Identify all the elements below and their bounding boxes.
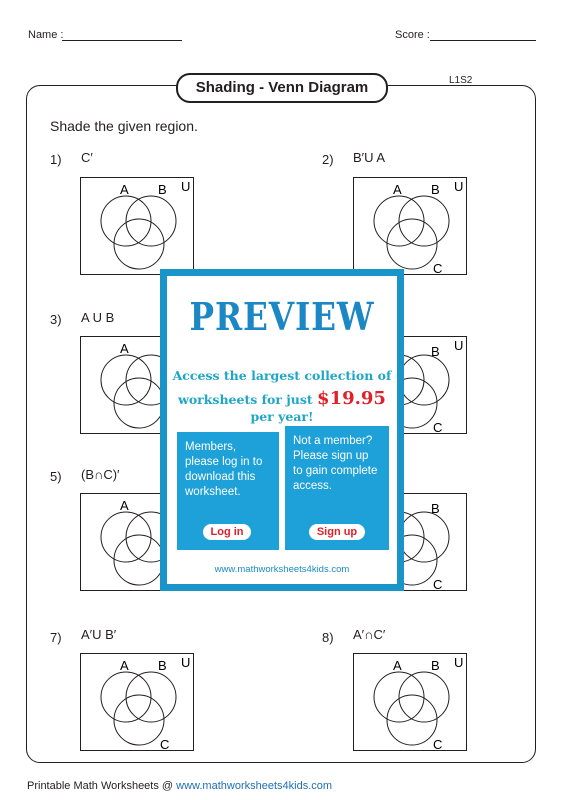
question-expression: A′U B′ bbox=[81, 627, 117, 642]
venn-label-c: C bbox=[433, 737, 442, 751]
venn-label-u: U bbox=[454, 338, 463, 353]
venn-label-b: B bbox=[431, 658, 440, 673]
venn-label-u: U bbox=[181, 655, 190, 670]
preview-line2: worksheets for just $19.95 per year! bbox=[167, 388, 397, 424]
venn-diagram[interactable]: A B U bbox=[80, 177, 194, 275]
question-number: 2) bbox=[322, 152, 334, 167]
question-expression: A′∩C′ bbox=[353, 627, 386, 642]
name-label: Name : bbox=[28, 29, 64, 41]
venn-label-a: A bbox=[120, 182, 129, 197]
footer-link[interactable]: www.mathworksheets4kids.com bbox=[176, 780, 333, 792]
venn-label-c: C bbox=[433, 577, 442, 591]
question-expression: B′U A bbox=[353, 150, 386, 165]
question-number: 1) bbox=[50, 152, 62, 167]
venn-label-u: U bbox=[454, 655, 463, 670]
login-button[interactable]: Log in bbox=[203, 524, 251, 540]
venn-label-b: B bbox=[431, 182, 440, 197]
preview-line2-post: per year! bbox=[250, 409, 314, 424]
venn-label-b: B bbox=[158, 182, 167, 197]
venn-diagram[interactable]: A B U C bbox=[80, 653, 194, 751]
question-expression: (B∩C)′ bbox=[81, 467, 120, 482]
venn-label-c: C bbox=[433, 261, 442, 275]
preview-line2-pre: worksheets for just bbox=[178, 392, 313, 407]
question-number: 5) bbox=[50, 469, 62, 484]
question-number: 7) bbox=[50, 630, 62, 645]
venn-label-a: A bbox=[120, 498, 129, 513]
nonmember-text: Not a member? Please sign up to gain com… bbox=[293, 435, 378, 492]
preview-price: $19.95 bbox=[317, 388, 386, 409]
score-label: Score : bbox=[395, 29, 430, 41]
venn-diagram[interactable]: A B U C bbox=[353, 177, 467, 275]
preview-title: PREVIEW bbox=[189, 294, 375, 339]
name-field-line[interactable] bbox=[62, 40, 182, 41]
venn-label-u: U bbox=[454, 179, 463, 194]
venn-label-a: A bbox=[120, 658, 129, 673]
instruction-text: Shade the given region. bbox=[50, 118, 198, 134]
venn-label-a: A bbox=[393, 658, 402, 673]
signup-button[interactable]: Sign up bbox=[309, 524, 365, 540]
question-expression: C′ bbox=[81, 150, 93, 165]
worksheet-code: L1S2 bbox=[449, 75, 473, 86]
venn-diagram[interactable]: A B U C bbox=[353, 653, 467, 751]
venn-label-u: U bbox=[181, 179, 190, 194]
worksheet-title: Shading - Venn Diagram bbox=[176, 73, 388, 103]
question-number: 3) bbox=[50, 312, 62, 327]
nonmember-card: Not a member? Please sign up to gain com… bbox=[285, 426, 389, 550]
venn-label-b: B bbox=[431, 501, 440, 516]
members-text: Members, please log in to download this … bbox=[185, 441, 263, 498]
venn-label-c: C bbox=[433, 420, 442, 434]
venn-label-c: C bbox=[160, 737, 169, 751]
question-number: 8) bbox=[322, 630, 334, 645]
score-field-line[interactable] bbox=[430, 40, 536, 41]
preview-overlay: PREVIEW Access the largest collection of… bbox=[160, 269, 404, 591]
footer: Printable Math Worksheets @ www.mathwork… bbox=[27, 780, 332, 792]
venn-label-b: B bbox=[158, 658, 167, 673]
footer-prefix: Printable Math Worksheets @ bbox=[27, 780, 174, 792]
question-expression: A U B bbox=[81, 310, 115, 325]
preview-line1: Access the largest collection of bbox=[172, 368, 392, 383]
venn-label-b: B bbox=[431, 344, 440, 359]
preview-panel: PREVIEW Access the largest collection of… bbox=[167, 276, 397, 584]
venn-label-a: A bbox=[393, 182, 402, 197]
preview-url[interactable]: www.mathworksheets4kids.com bbox=[214, 564, 350, 575]
venn-label-a: A bbox=[120, 341, 129, 356]
